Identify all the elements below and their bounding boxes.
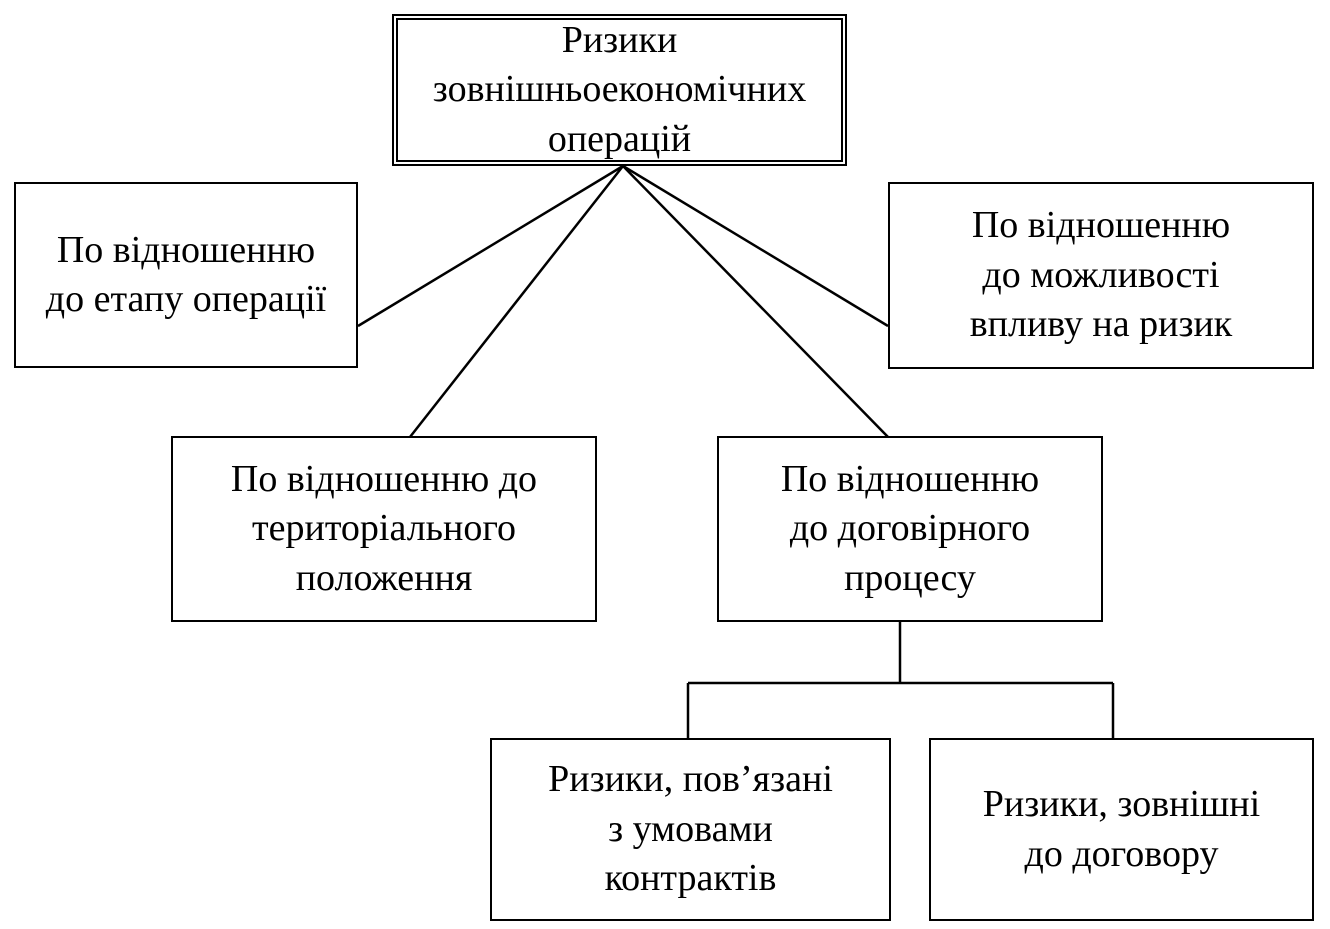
node-influence-line-2: до можливості (982, 253, 1220, 296)
node-contract-process-line-3: процесу (844, 556, 976, 599)
edge-root-stage (357, 164, 624, 328)
root-line-1: Ризики (561, 18, 678, 61)
root-line-2: зовнішньоекономічних (432, 68, 807, 111)
node-stage-line-2: до етапу операції (45, 278, 327, 320)
node-stage: По відношенню до етапу операції (14, 182, 358, 368)
node-territory: По відношенню до територіального положен… (171, 436, 597, 622)
node-external: Ризики, зовнішні до договору (929, 738, 1314, 921)
node-stage-line-1: По відношенню (56, 228, 316, 271)
node-influence-line-3: впливу на ризик (969, 303, 1233, 346)
node-external-line-2: до договору (1024, 832, 1219, 875)
edge-root-contract-process (622, 165, 889, 438)
root-line-3: операцій (547, 117, 692, 160)
node-contract-terms-line-3: контрактів (604, 857, 777, 900)
root-node: Ризики зовнішньоекономічних операцій (392, 14, 847, 166)
edge-root-influence (622, 164, 889, 328)
node-contract-process: По відношенню до договірного процесу (717, 436, 1103, 622)
node-contract-terms-line-2: з умовами (608, 807, 773, 850)
node-contract-process-line-2: до договірного (789, 507, 1031, 550)
node-territory-line-3: положення (295, 556, 473, 599)
node-influence-line-1: По відношенню (971, 204, 1231, 247)
node-territory-line-1: По відношенню до (230, 457, 538, 500)
node-external-line-1: Ризики, зовнішні (982, 783, 1261, 826)
node-contract-process-line-1: По відношенню (780, 457, 1040, 500)
node-influence: По відношенню до можливості впливу на ри… (888, 182, 1314, 369)
node-contract-terms-line-1: Ризики, пов’язані (548, 758, 833, 801)
node-territory-line-2: територіального (252, 507, 516, 550)
node-contract-terms: Ризики, пов’язані з умовами контрактів (490, 738, 891, 921)
edge-root-territory (409, 165, 624, 438)
